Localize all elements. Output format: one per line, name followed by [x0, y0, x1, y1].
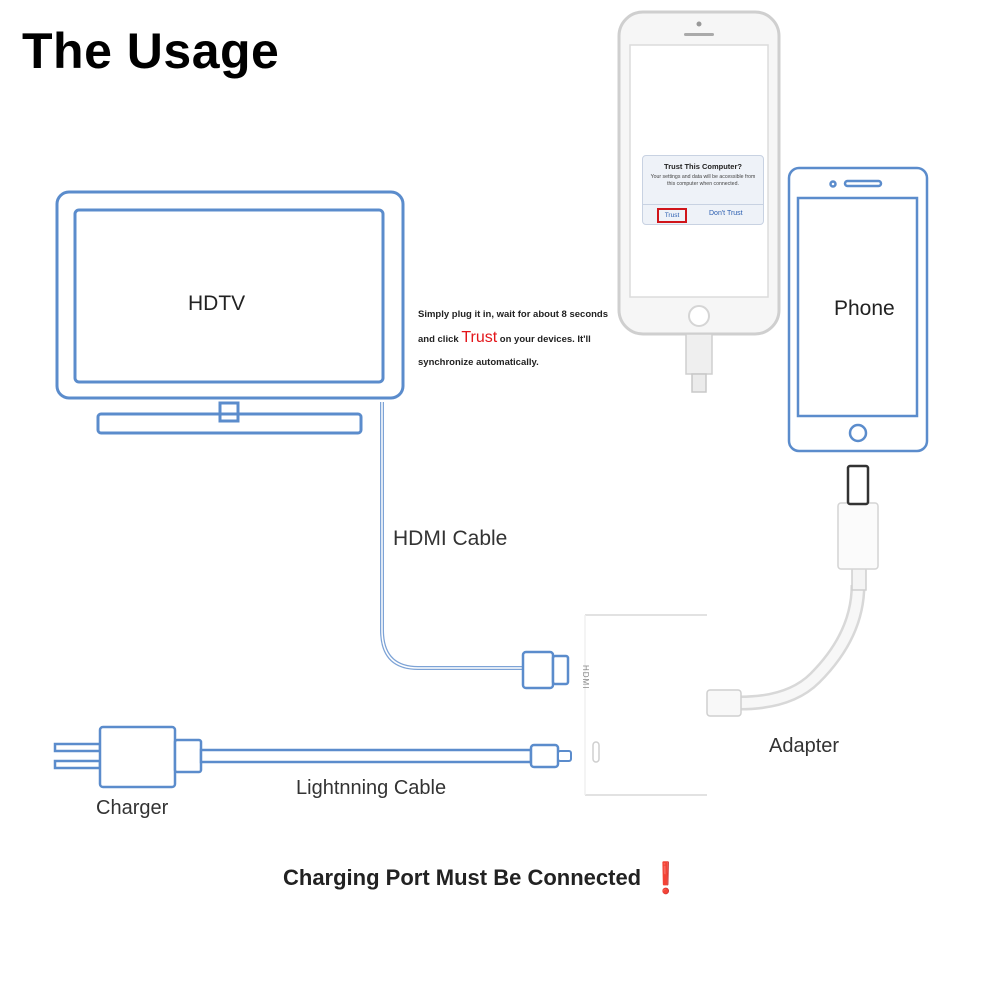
trust-button[interactable]: Trust — [657, 208, 687, 223]
hdtv-label: HDTV — [188, 292, 246, 315]
hdmi-plug — [521, 650, 570, 690]
warning-text: Charging Port Must Be Connected❗ — [283, 861, 684, 896]
charging-port — [592, 741, 600, 763]
lightning-cable — [199, 743, 572, 769]
hdmi-cable-label: HDMI Cable — [393, 527, 508, 550]
instructions-line-2-suffix: on your devices. It'll — [497, 334, 591, 345]
instructions-line-2: and click Trust on your devices. It'll — [418, 326, 608, 351]
hdtv-neck — [218, 401, 240, 423]
trust-dialog: Trust This Computer? Your settings and d… — [642, 155, 764, 225]
trust-word: Trust — [461, 329, 498, 346]
instructions-line-2-prefix: and click — [418, 334, 462, 345]
iphone-icon — [617, 10, 781, 393]
dont-trust-button[interactable]: Don't Trust — [709, 210, 743, 217]
phone-outline-icon — [787, 166, 929, 453]
hdmi-port-label: HDMI — [581, 665, 590, 690]
lightning-cable-label: Lightnning Cable — [296, 777, 447, 799]
hdtv-screen — [73, 208, 385, 384]
adapter-label: Adapter — [769, 735, 840, 757]
instructions-line-1: Simply plug it in, wait for about 8 seco… — [418, 309, 609, 320]
trust-dialog-divider — [643, 204, 763, 205]
adapter-body — [584, 614, 707, 796]
hdtv-frame — [55, 190, 405, 400]
adapter-cable — [706, 464, 879, 717]
warning-message: Charging Port Must Be Connected — [283, 865, 642, 890]
phone-label: Phone — [834, 297, 895, 320]
trust-dialog-body: Your settings and data will be accessibl… — [650, 174, 756, 187]
page-title: The Usage — [22, 23, 280, 79]
charger-label: Charger — [96, 797, 169, 819]
instructions-line-3: synchronize automatically. — [418, 357, 539, 368]
hdtv-stand — [96, 412, 363, 435]
hdtv-icon — [55, 190, 405, 435]
charger-icon — [53, 725, 203, 789]
trust-dialog-title: Trust This Computer? — [664, 162, 742, 171]
exclamation-icon: ❗ — [647, 862, 685, 895]
instructions-text: Simply plug it in, wait for about 8 seco… — [418, 303, 608, 374]
